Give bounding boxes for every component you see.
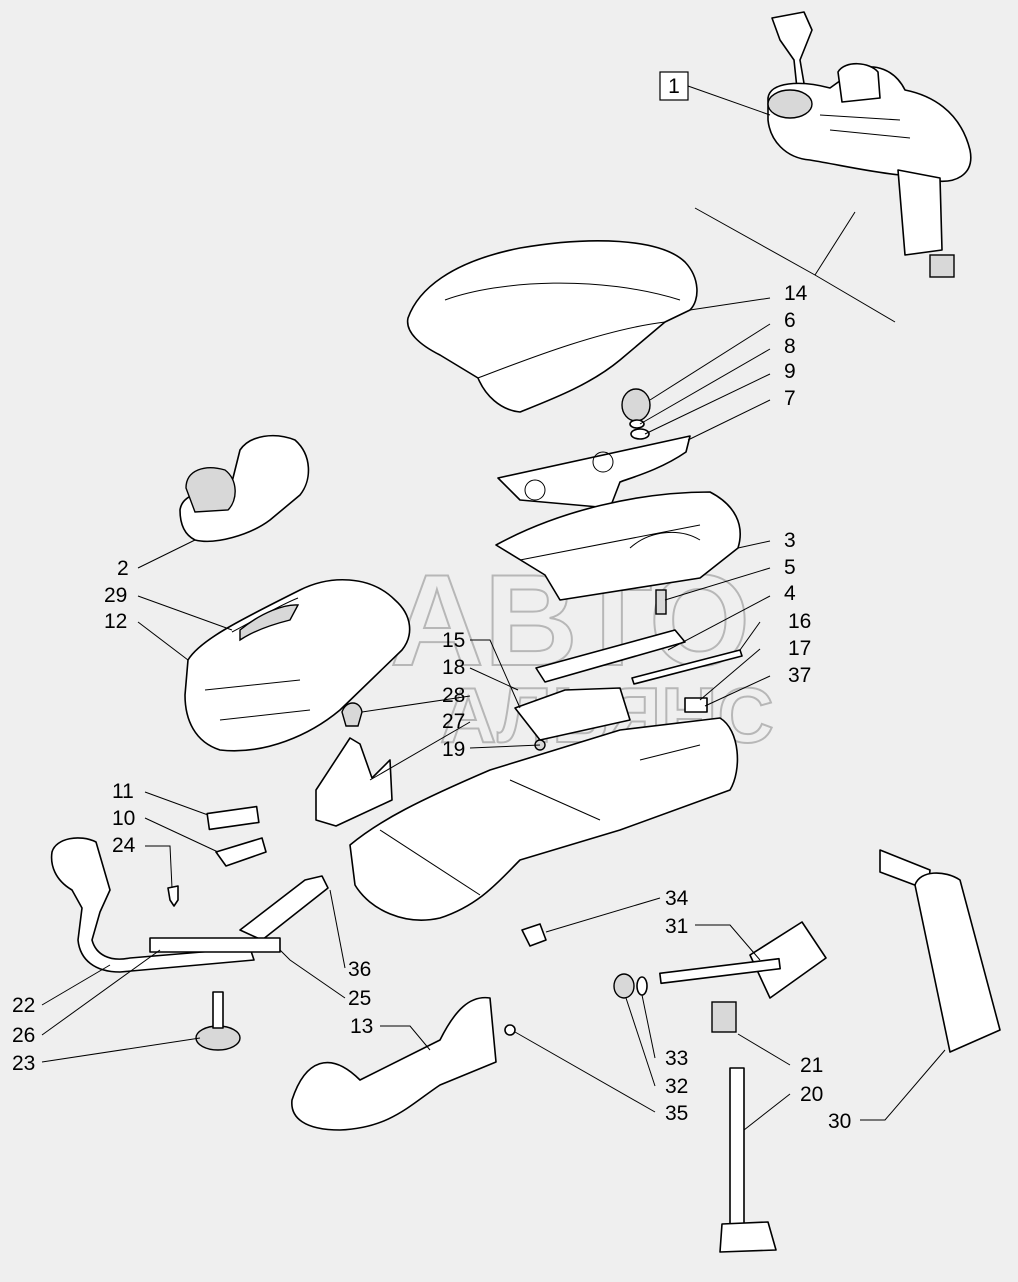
callout-20: 20 <box>800 1083 823 1106</box>
part-3-housing <box>495 491 741 601</box>
main-base <box>349 717 739 921</box>
callout-15: 15 <box>442 629 465 652</box>
callout-26: 26 <box>12 1024 35 1047</box>
callout-22: 22 <box>12 994 35 1017</box>
assembly-label: 1 <box>668 75 680 98</box>
part-13-tray <box>291 996 497 1131</box>
part-31-shaft <box>659 957 781 985</box>
part-36-arm <box>239 875 329 941</box>
part-37-clip <box>684 697 708 713</box>
callout-21: 21 <box>800 1054 823 1077</box>
callout-32: 32 <box>665 1075 688 1098</box>
callout-11: 11 <box>112 780 134 803</box>
callout-labels: 14 6 8 9 7 3 5 4 16 17 37 2 29 12 15 18 … <box>12 282 851 1133</box>
callout-24: 24 <box>112 834 136 857</box>
part-12-housing <box>184 578 411 752</box>
assembly-illustration <box>767 11 972 278</box>
callout-23: 23 <box>12 1052 35 1075</box>
callout-12: 12 <box>104 610 127 633</box>
part-11-plate <box>206 805 260 831</box>
part-33-washer <box>636 976 648 996</box>
callout-6: 6 <box>784 309 796 332</box>
part-14-cover <box>406 240 698 413</box>
callout-28: 28 <box>442 684 465 707</box>
callout-10: 10 <box>112 807 135 830</box>
part-35-washer <box>504 1024 516 1036</box>
callout-25: 25 <box>348 987 371 1010</box>
part-6-knob <box>621 388 651 422</box>
callout-35: 35 <box>665 1102 688 1125</box>
part-34-clip <box>521 923 547 947</box>
callout-8: 8 <box>784 335 796 358</box>
part-28-knob <box>341 702 363 727</box>
callout-2: 2 <box>117 557 129 580</box>
callout-33: 33 <box>665 1047 688 1070</box>
part-24-screw <box>167 885 179 907</box>
callout-29: 29 <box>104 584 127 607</box>
part-20-connector <box>719 1221 777 1253</box>
callout-36: 36 <box>348 958 371 981</box>
callout-3: 3 <box>784 529 796 552</box>
callout-7: 7 <box>784 387 796 410</box>
part-31-bracket <box>749 921 827 999</box>
part-5-pin <box>655 589 667 615</box>
callout-17: 17 <box>788 637 811 660</box>
part-22-handle <box>50 837 255 973</box>
callout-18: 18 <box>442 656 465 679</box>
callout-34: 34 <box>665 887 689 910</box>
callout-27: 27 <box>442 710 465 733</box>
callout-9: 9 <box>784 360 796 383</box>
callout-14: 14 <box>784 282 808 305</box>
explode-lines <box>694 207 896 323</box>
callout-5: 5 <box>784 556 796 579</box>
callout-4: 4 <box>784 582 796 605</box>
assembly-label-box: 1 <box>659 71 771 116</box>
callout-16: 16 <box>788 610 811 633</box>
leader-lines <box>41 297 946 1131</box>
part-18-block <box>514 687 631 741</box>
callout-37: 37 <box>788 664 811 687</box>
callout-19: 19 <box>442 738 465 761</box>
part-7-plate <box>497 435 691 509</box>
part-21-fitting <box>711 1001 737 1033</box>
part-8-washer <box>629 419 645 429</box>
part-32-nut <box>613 973 635 999</box>
callout-31: 31 <box>665 915 688 938</box>
callout-30: 30 <box>828 1110 851 1133</box>
part-10-clamp <box>215 837 267 867</box>
callout-13: 13 <box>350 1015 373 1038</box>
part-23-knob <box>195 1025 241 1051</box>
part-27-bracket <box>315 737 393 827</box>
part-20-tube <box>729 1067 745 1229</box>
part-4-bracket <box>535 629 686 683</box>
part-16-rod <box>631 649 743 685</box>
part-26-bar <box>149 937 281 953</box>
part-9-washer <box>630 428 650 440</box>
